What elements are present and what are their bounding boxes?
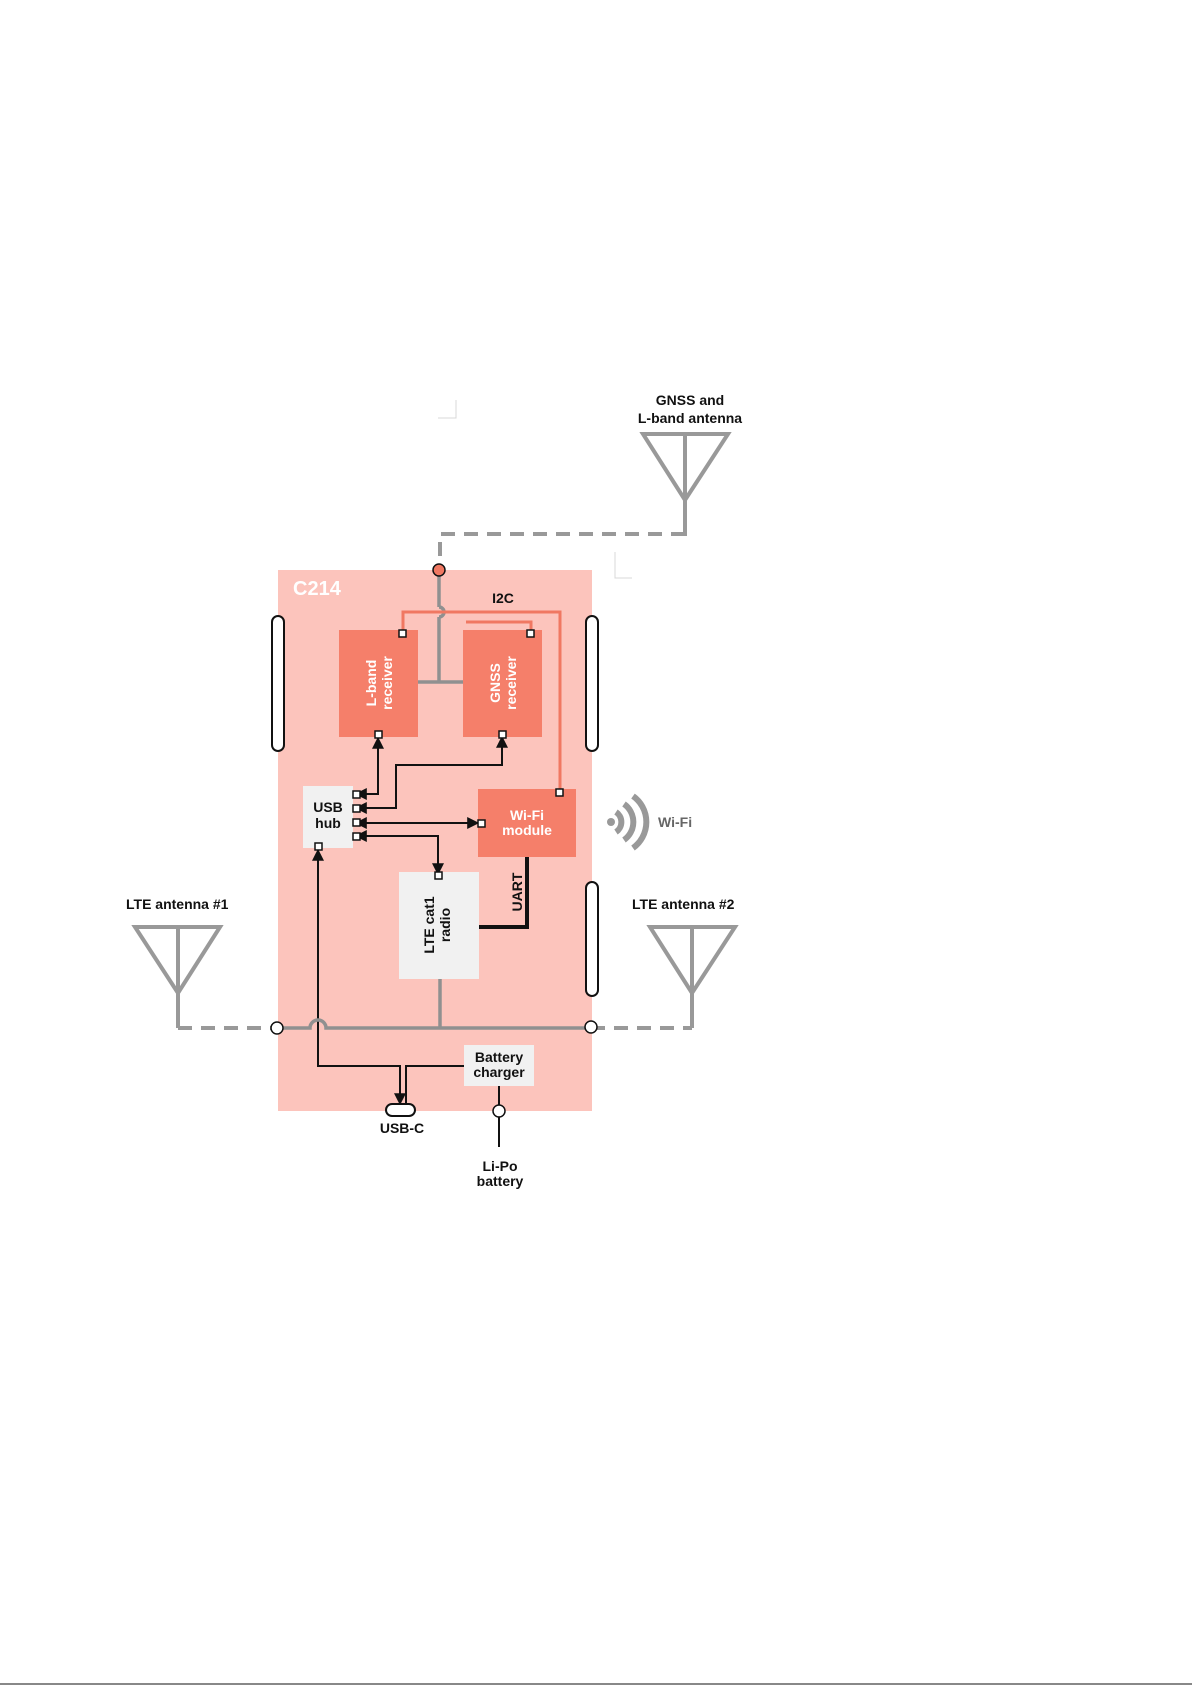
gnss-antenna-label-line2: L-band antenna: [638, 410, 742, 426]
wifi-signal-icon: [607, 796, 646, 848]
gnss-receiver-line2: receiver: [503, 656, 519, 710]
lte-antenna-2-label: LTE antenna #2: [632, 896, 735, 912]
battery-charger-line2: charger: [473, 1064, 525, 1080]
wifi-module-block: Wi-Fi module: [478, 789, 576, 857]
lte-radio-block: LTE cat1 radio: [399, 872, 479, 979]
lte-antenna-2-icon: [650, 927, 735, 1028]
lte-rf-connector-1: [271, 1022, 283, 1034]
usb-hub-line2: hub: [315, 815, 341, 831]
mount-slot-right-bottom: [586, 882, 598, 996]
usb-c-label: USB-C: [380, 1120, 424, 1136]
gnss-receiver-block: GNSS receiver: [463, 630, 542, 737]
board-title: C214: [293, 578, 342, 600]
battery-label-line2: battery: [477, 1173, 524, 1189]
lte-antenna-1-label: LTE antenna #1: [126, 896, 229, 912]
lband-receiver-block: L-band receiver: [339, 630, 418, 737]
uart-label: UART: [509, 872, 525, 911]
i2c-label: I2C: [492, 590, 514, 606]
lband-receiver-line2: receiver: [379, 656, 395, 710]
wifi-module-line2: module: [502, 822, 552, 838]
battery-charger-line1: Battery: [475, 1049, 523, 1065]
lte-antenna-1-icon: [135, 927, 220, 1028]
gnss-antenna-icon: [643, 434, 728, 536]
artifact-corner: [615, 552, 632, 578]
usb-hub-line1: USB: [313, 799, 343, 815]
battery-charger-block: Battery charger: [464, 1045, 534, 1086]
lte-radio-line1: LTE cat1: [421, 896, 437, 954]
battery-label-line1: Li-Po: [483, 1158, 518, 1174]
usb-hub-block: USB hub: [303, 786, 353, 848]
gnss-antenna-cable: [440, 534, 685, 570]
artifact-corner: [438, 400, 456, 418]
lband-receiver-line1: L-band: [363, 660, 379, 707]
lte-rf-connector-2: [585, 1021, 597, 1033]
usb-c-connector-icon: [386, 1104, 415, 1116]
battery-connector: [493, 1105, 505, 1117]
wifi-label: Wi-Fi: [658, 814, 692, 830]
wifi-module-line1: Wi-Fi: [510, 807, 544, 823]
gnss-receiver-line1: GNSS: [487, 663, 503, 703]
gnss-rf-connector: [433, 564, 445, 576]
mount-slot-right-top: [586, 616, 598, 751]
gnss-antenna-label-line1: GNSS and: [656, 392, 724, 408]
lte-radio-line2: radio: [437, 908, 453, 942]
mount-slot-left: [272, 616, 284, 751]
